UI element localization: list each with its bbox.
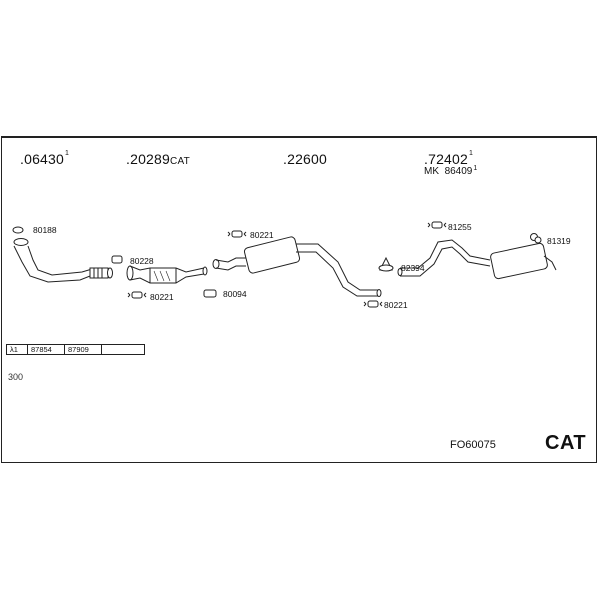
callout-82394: 82394 xyxy=(401,263,425,273)
note-value: 300 xyxy=(8,372,24,382)
callout-80221: 80221 xyxy=(384,300,408,310)
rear-silencer xyxy=(397,239,557,280)
callout-81255: 81255 xyxy=(448,222,472,232)
callout-81319: 81319 xyxy=(547,236,571,246)
kit-label: MK 864091 xyxy=(424,165,478,177)
callout-80188: 80188 xyxy=(33,225,57,235)
callout-80221: 80221 xyxy=(150,292,174,302)
part-label-middle-silencer: .22600 xyxy=(283,151,328,167)
reference-cell: 87909 xyxy=(64,344,102,355)
middle-silencer xyxy=(212,236,382,297)
catalytic-converter xyxy=(126,265,208,284)
callout-80094: 80094 xyxy=(223,289,247,299)
front-pipe xyxy=(13,238,113,283)
drawing-code: FO60075 xyxy=(450,439,496,451)
reference-table: λ1 87854 87909 xyxy=(6,344,145,355)
part-label-rear-silencer: .724021 xyxy=(424,150,474,167)
callout-80221: 80221 xyxy=(250,230,274,240)
diagram-frame xyxy=(1,136,597,463)
clamp-icons xyxy=(12,221,542,308)
reference-cell: 87854 xyxy=(27,344,65,355)
reference-marker: λ1 xyxy=(6,344,28,355)
part-label-front-pipe: .064301 xyxy=(20,150,70,167)
reference-cell xyxy=(101,344,145,355)
cat-badge: CAT xyxy=(545,432,587,454)
part-label-catalytic-converter: .20289CAT xyxy=(126,151,190,167)
callout-80228: 80228 xyxy=(130,256,154,266)
